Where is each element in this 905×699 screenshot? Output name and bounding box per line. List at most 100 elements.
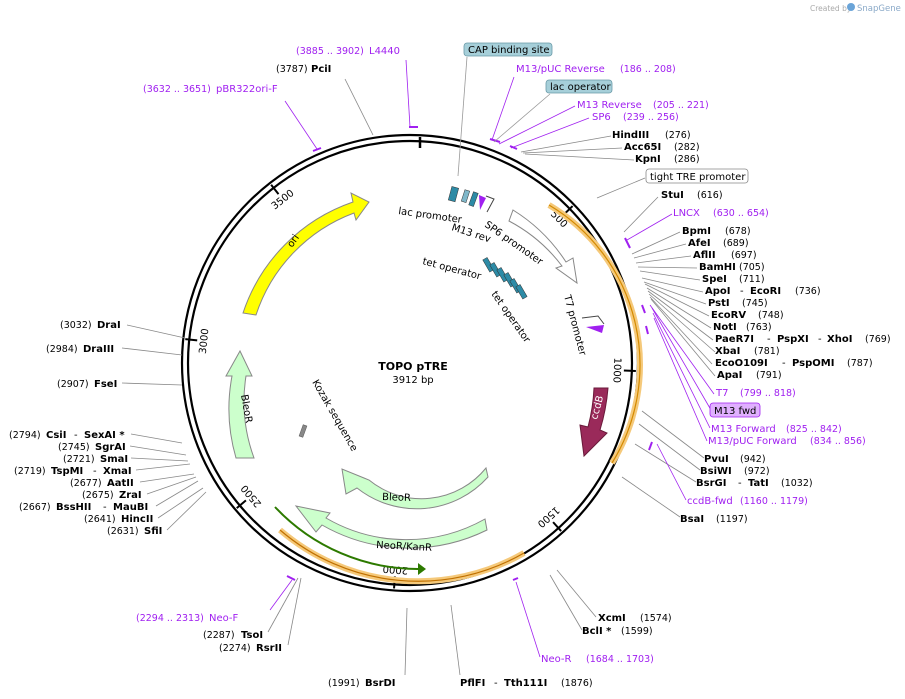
sfii-pos: (2631)	[107, 526, 139, 537]
bsiwi-label: BsiWI	[700, 466, 732, 477]
xmai-label: XmaI	[103, 466, 132, 477]
pflfi-label: PflFI	[460, 678, 485, 689]
noti-pos: (763)	[746, 322, 772, 333]
hindiii-label: HindIII	[612, 130, 649, 141]
acc65i-label: Acc65I	[624, 142, 661, 153]
m13-rev-arrow	[479, 195, 486, 210]
svg-text:-: -	[767, 334, 771, 345]
draiii-pos: (2984)	[46, 344, 78, 355]
tick-mark	[552, 521, 562, 532]
tati-label: TatI	[748, 478, 769, 489]
apoi-label: ApoI	[705, 286, 731, 297]
neo-highlight-arc-core	[279, 529, 525, 582]
m13-reverse-label: M13 Reverse	[577, 100, 642, 111]
ecorv-pos: (748)	[758, 310, 784, 321]
l4440-range: (3885 .. 3902)	[296, 46, 364, 57]
ecoo109i-label: EcoO109I	[715, 358, 768, 369]
tth111i-pos: (1876)	[561, 678, 593, 689]
tet-operator-label-2: tet operator	[489, 289, 533, 345]
tick-mark	[270, 184, 280, 195]
tth111i-label: Tth111I	[504, 678, 547, 689]
pbr322ori-f-label: pBR322ori-F	[216, 84, 278, 95]
cap-binding-site-label: CAP binding site	[468, 45, 550, 56]
kpni-label: KpnI	[635, 154, 661, 165]
smai-label: SmaI	[100, 454, 128, 465]
pspxi-label: PspXI	[777, 334, 809, 345]
lac-promoter-arrow	[485, 195, 495, 213]
bamhi-label: BamHI	[699, 262, 736, 273]
spei-pos: (711)	[739, 274, 765, 285]
kozak-mark	[298, 424, 308, 438]
aatii-label: AatII	[107, 478, 134, 489]
feature-ori	[242, 192, 370, 316]
lncx-label: LNCX	[673, 208, 700, 219]
svg-text:-: -	[738, 478, 742, 489]
apai-label: ApaI	[717, 370, 742, 381]
neo-r-label: Neo-R	[541, 654, 572, 665]
kpni-pos: (286)	[674, 154, 700, 165]
m13-puc-reverse-range: (186 .. 208)	[620, 64, 676, 75]
tet-operator-label-1: tet operator	[421, 256, 483, 282]
hindiii-pos: (276)	[665, 130, 691, 141]
tick-label: 3000	[198, 328, 212, 354]
ecorv-label: EcoRV	[711, 310, 746, 321]
pspomi-pos: (787)	[847, 358, 873, 369]
rsrii-pos: (2274)	[219, 643, 251, 654]
created-by-text: Created by	[810, 4, 852, 13]
smai-pos: (2721)	[63, 454, 95, 465]
tsoi-pos: (2287)	[203, 630, 235, 641]
t7-promoter-arrow	[581, 315, 605, 325]
t7-promoter-label: T7 promoter	[561, 293, 588, 358]
psti-pos: (745)	[742, 298, 768, 309]
outer-labels: (3885 .. 3902) L4440 (3787) PciI CAP bin…	[9, 42, 891, 689]
neo-f-range: (2294 .. 2313)	[136, 613, 204, 624]
pvui-pos: (942)	[740, 454, 766, 465]
label-leaders	[121, 56, 716, 676]
svg-text:-: -	[818, 334, 822, 345]
lncx-range: (630 .. 654)	[713, 208, 769, 219]
feature-bleor	[225, 349, 255, 459]
ecori-pos: (736)	[795, 286, 821, 297]
tick-mark	[236, 499, 247, 509]
fsei-label: FseI	[94, 379, 117, 390]
zrai-pos: (2675)	[82, 490, 114, 501]
feature-neor-kanr-2	[294, 505, 488, 549]
tight-tre-label: tight TRE promoter	[650, 172, 746, 183]
bsai-pos: (1197)	[716, 514, 748, 525]
bsshii-pos: (2667)	[19, 502, 51, 513]
m13-puc-reverse-label: M13/pUC Reverse	[516, 64, 605, 75]
tick-label: 2500	[239, 482, 264, 509]
xhoi-label: XhoI	[827, 334, 852, 345]
sp6-range: (239 .. 256)	[623, 112, 679, 123]
fsei-pos: (2907)	[57, 379, 89, 390]
m13-fwd-box	[709, 402, 761, 418]
m13-forward-range: (825 .. 842)	[786, 424, 842, 435]
drai-pos: (3032)	[60, 320, 92, 331]
rsrii-label: RsrII	[256, 643, 282, 654]
l4440-label: L4440	[369, 46, 400, 57]
pspomi-label: PspOMI	[792, 358, 834, 369]
csii-label: CsiI	[46, 430, 66, 441]
lac-operator-label: lac operator	[550, 82, 611, 93]
pcii-label: PciI	[311, 64, 331, 75]
afei-pos: (689)	[723, 238, 749, 249]
sgrai-pos: (2745)	[58, 442, 90, 453]
tsoi-label: TsoI	[241, 630, 263, 641]
paer7i-label: PaeR7I	[715, 334, 754, 345]
xbai-label: XbaI	[715, 346, 740, 357]
tick-mark	[185, 338, 198, 342]
pcii-pos: (3787)	[276, 64, 308, 75]
bsshii-label: BssHII	[56, 502, 91, 513]
svg-text:-: -	[740, 286, 744, 297]
m13-puc-forward-label: M13/pUC Forward	[708, 436, 797, 447]
svg-text:-: -	[782, 358, 786, 369]
sfii-label: SfiI	[144, 526, 162, 537]
hincii-label: HincII	[121, 514, 153, 525]
feature-ccdb	[579, 387, 609, 458]
aflii-pos: (697)	[731, 250, 757, 261]
cap-site-mark	[447, 186, 459, 203]
sp6-label: SP6	[592, 112, 611, 123]
feature-bleor-label: BleoR	[238, 394, 254, 424]
plasmid-length: 3912 bp	[392, 375, 433, 386]
